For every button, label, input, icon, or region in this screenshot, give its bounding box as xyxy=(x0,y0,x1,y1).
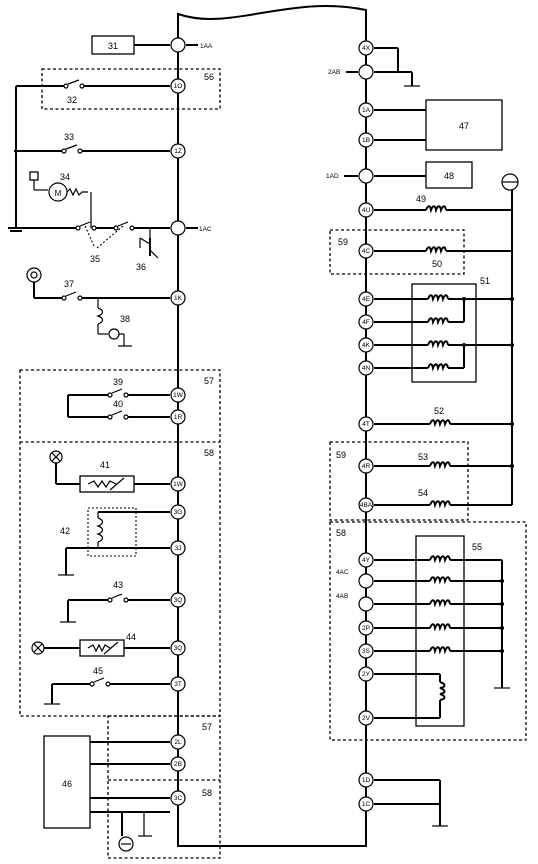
svg-text:1C: 1C xyxy=(362,801,371,808)
svg-text:4T: 4T xyxy=(362,421,370,428)
left-pins xyxy=(170,37,186,806)
label-49: 49 xyxy=(416,194,426,204)
svg-text:2Y: 2Y xyxy=(362,671,371,678)
label-55: 55 xyxy=(472,542,482,552)
label-37: 37 xyxy=(64,279,74,289)
label-31: 31 xyxy=(108,41,118,51)
svg-text:3T: 3T xyxy=(174,681,182,688)
motor-letter: M xyxy=(55,189,62,198)
region-58-right xyxy=(329,521,527,741)
label-39: 39 xyxy=(113,377,123,387)
label-1AC: 1AC xyxy=(199,226,212,233)
svg-text:1W: 1W xyxy=(173,481,184,488)
label-32: 32 xyxy=(67,95,77,105)
svg-text:4BA: 4BA xyxy=(360,502,373,509)
svg-text:1O: 1O xyxy=(174,83,183,90)
svg-text:1W: 1W xyxy=(173,392,184,399)
region-56 xyxy=(41,68,221,110)
svg-text:4N: 4N xyxy=(362,365,371,372)
region-57-lower xyxy=(107,715,221,859)
svg-text:4R: 4R xyxy=(362,463,371,470)
svg-text:2P: 2P xyxy=(362,625,370,632)
svg-text:3G: 3G xyxy=(174,509,183,516)
svg-text:1R: 1R xyxy=(174,414,183,421)
component-box-55 xyxy=(415,535,465,727)
svg-text:2B: 2B xyxy=(174,761,182,768)
component-box-47 xyxy=(425,99,503,151)
ecu-outline xyxy=(177,5,367,847)
label-2AB: 2AB xyxy=(328,69,340,76)
right-pin-labels: 4X 1A 1B 4U 4C 4E 4F 4K 4N 4T 4R 4BA 4Y … xyxy=(360,45,373,808)
component-box-48 xyxy=(425,161,473,189)
svg-text:4F: 4F xyxy=(362,319,370,326)
svg-text:3Q: 3Q xyxy=(174,597,183,604)
label-54: 54 xyxy=(418,488,428,498)
label-41: 41 xyxy=(100,460,110,470)
region-label-57-lower: 57 xyxy=(202,722,212,732)
label-53: 53 xyxy=(418,452,428,462)
svg-text:2L: 2L xyxy=(174,739,182,746)
region-label-58: 58 xyxy=(204,448,214,458)
svg-text:1A: 1A xyxy=(362,107,371,114)
label-38: 38 xyxy=(120,314,130,324)
label-45: 45 xyxy=(93,666,103,676)
label-52: 52 xyxy=(434,406,444,416)
svg-text:3Q: 3Q xyxy=(174,645,183,652)
svg-text:1Z: 1Z xyxy=(174,148,182,155)
svg-text:4X: 4X xyxy=(362,45,371,52)
svg-text:4E: 4E xyxy=(362,296,371,303)
component-box-46 xyxy=(43,735,91,829)
label-46: 46 xyxy=(62,779,72,789)
svg-text:3J: 3J xyxy=(175,545,182,552)
label-43: 43 xyxy=(113,580,123,590)
label-4AB: 4AB xyxy=(336,593,348,600)
region-57-upper xyxy=(19,369,221,717)
component-box-42 xyxy=(87,507,137,557)
right-pins xyxy=(358,40,374,812)
label-51: 51 xyxy=(480,276,490,286)
svg-text:1K: 1K xyxy=(174,295,183,302)
label-47: 47 xyxy=(459,121,469,131)
small-box-34 xyxy=(29,171,39,181)
region-label-58-right: 58 xyxy=(336,528,346,538)
svg-text:4U: 4U xyxy=(362,207,371,214)
svg-text:2V: 2V xyxy=(362,715,371,722)
region-label-59-lower: 59 xyxy=(336,450,346,460)
label-50: 50 xyxy=(432,259,442,269)
region-label-59: 59 xyxy=(338,237,348,247)
label-42: 42 xyxy=(60,526,70,536)
svg-text:4Y: 4Y xyxy=(362,557,371,564)
label-34: 34 xyxy=(60,172,70,182)
label-48: 48 xyxy=(444,171,454,181)
label-33: 33 xyxy=(64,132,74,142)
svg-text:3S: 3S xyxy=(362,648,371,655)
svg-text:3C: 3C xyxy=(174,795,183,802)
label-44: 44 xyxy=(126,632,136,642)
region-label-57: 57 xyxy=(204,376,214,386)
svg-text:4K: 4K xyxy=(362,342,371,349)
label-36: 36 xyxy=(136,262,146,272)
label-4AC: 4AC xyxy=(336,569,349,576)
left-pin-labels: 1O 1Z 1K 1W 1R 1W 3G 3J 3Q 3Q 3T 2L 2B 3… xyxy=(173,83,184,802)
region-label-58-lower: 58 xyxy=(202,788,212,798)
label-1AA: 1AA xyxy=(200,43,213,50)
svg-text:4C: 4C xyxy=(362,248,371,255)
label-35: 35 xyxy=(90,254,100,264)
svg-text:1B: 1B xyxy=(362,137,370,144)
label-1AD: 1AD xyxy=(326,173,339,180)
svg-text:1D: 1D xyxy=(362,777,371,784)
label-40: 40 xyxy=(113,399,123,409)
region-59-lower xyxy=(329,441,469,521)
region-label-56: 56 xyxy=(204,72,214,82)
